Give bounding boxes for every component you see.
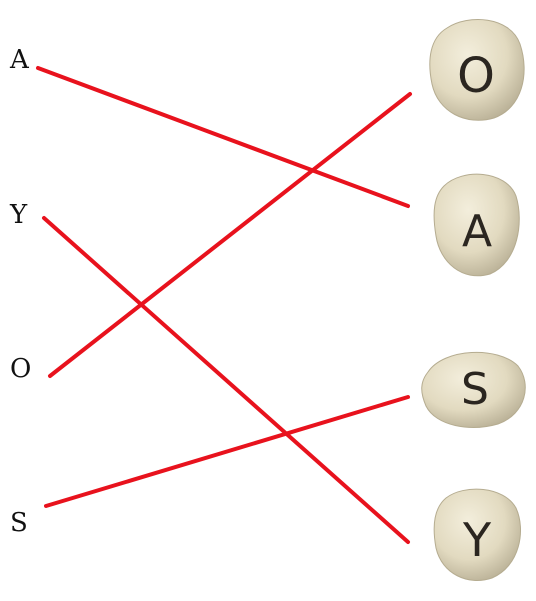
- stone-letter-a: A: [462, 206, 492, 257]
- left-letter-s: S: [10, 508, 28, 538]
- left-letter-column: A Y O S: [9, 45, 31, 538]
- stone-letter-o: O: [457, 48, 495, 104]
- connection-a-to-a: [36, 66, 410, 208]
- connection-lines: [36, 66, 412, 544]
- connection-y-to-y: [42, 216, 410, 544]
- stone-column: O A S Y: [421, 19, 526, 581]
- stone-letter-s: S: [461, 364, 489, 415]
- stone-o: O: [429, 19, 525, 121]
- left-letter-y: Y: [9, 200, 28, 230]
- stone-a: A: [433, 173, 520, 277]
- left-letter-a: A: [9, 45, 30, 75]
- left-letter-o: O: [10, 354, 31, 384]
- connection-s-to-s: [44, 395, 410, 508]
- stone-y: Y: [433, 488, 522, 581]
- connection-o-to-o: [48, 92, 412, 378]
- stone-letter-y: Y: [462, 513, 492, 567]
- stone-s: S: [421, 351, 526, 428]
